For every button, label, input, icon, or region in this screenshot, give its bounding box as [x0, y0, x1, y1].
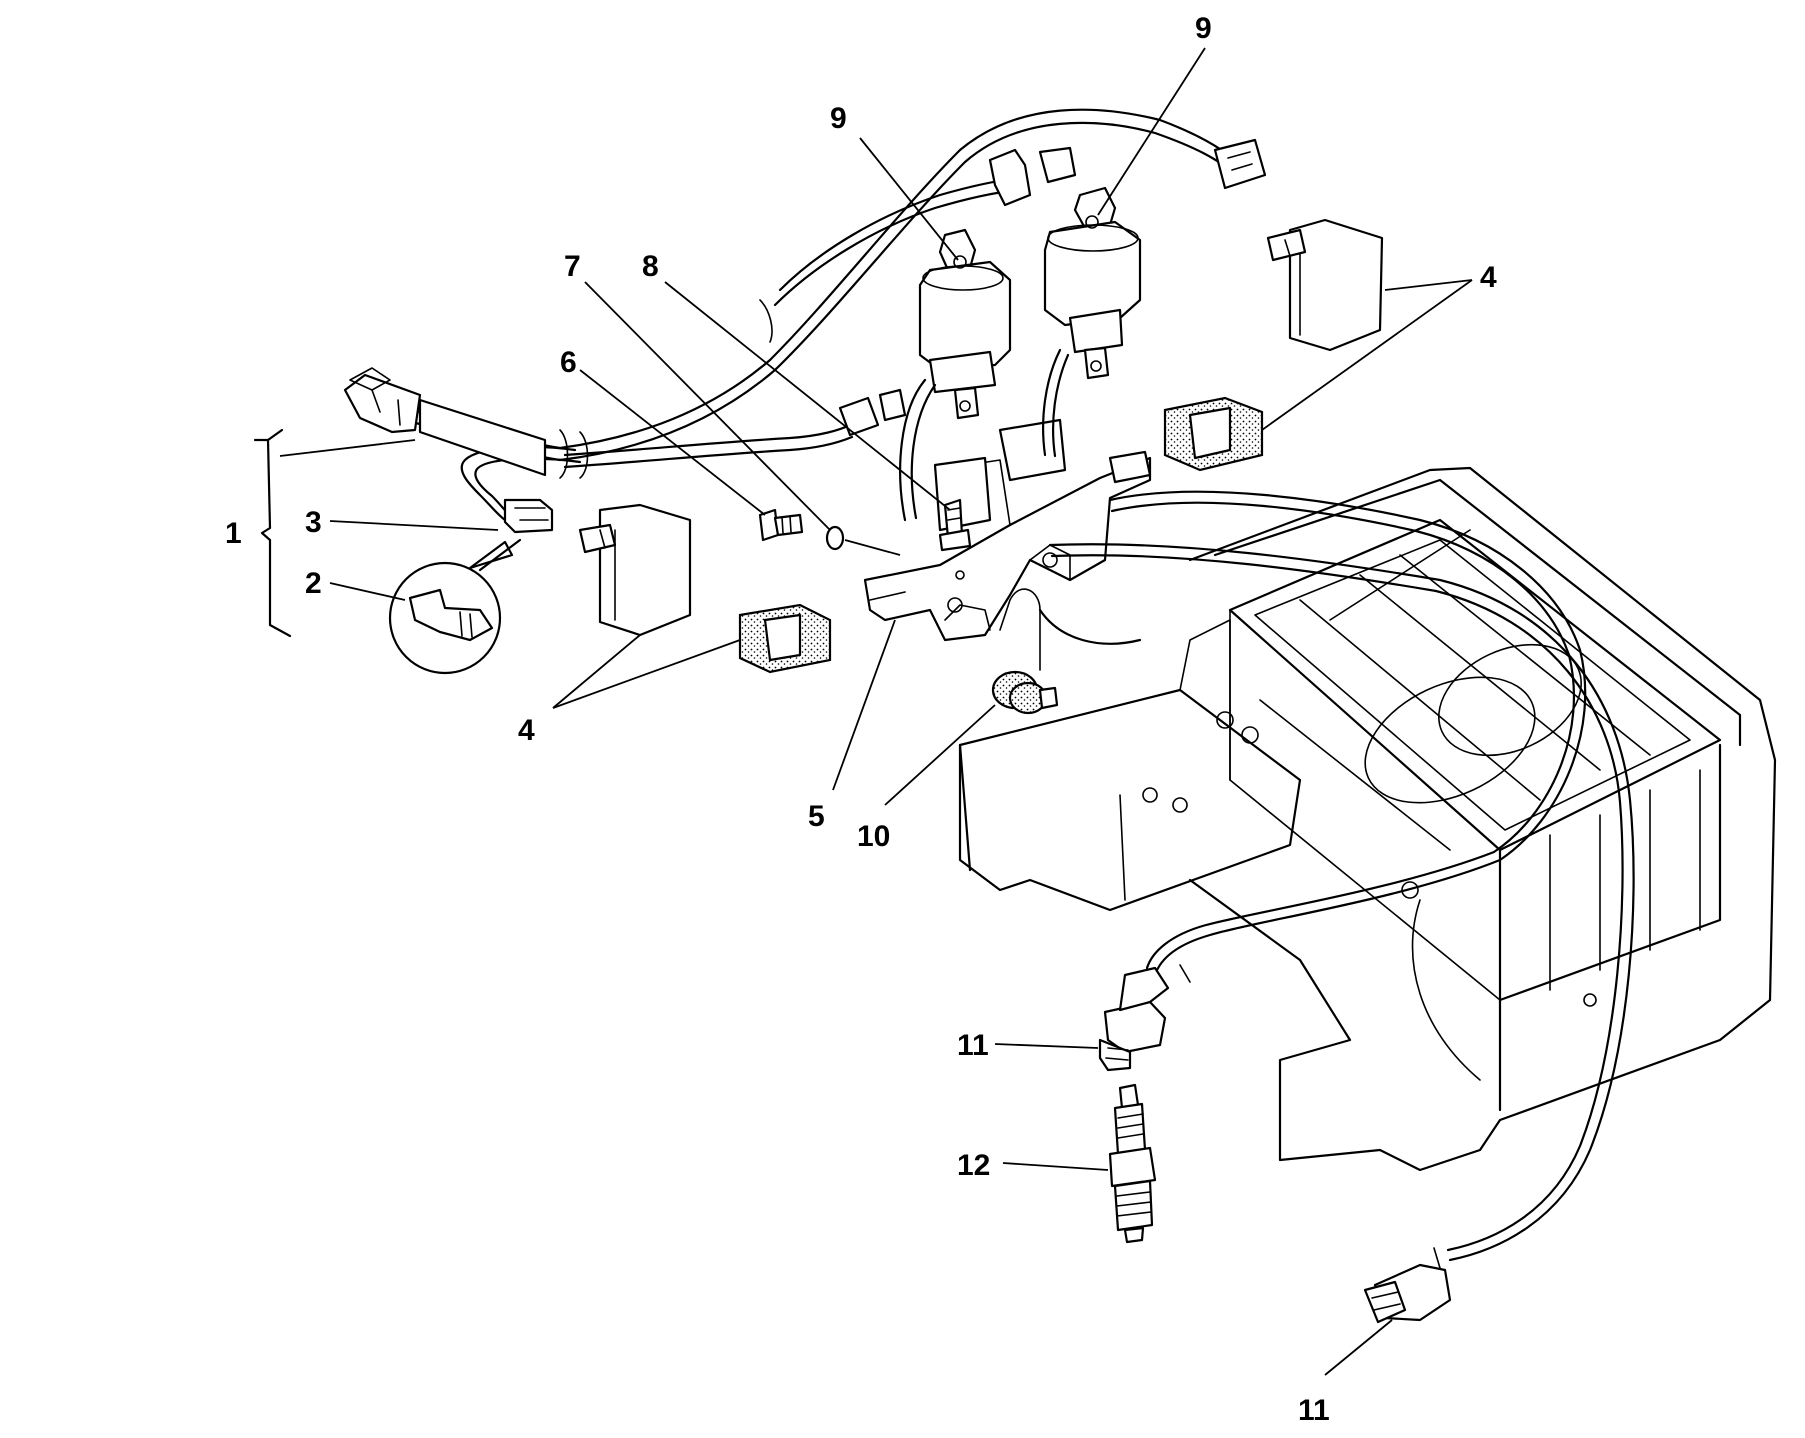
callout-6: 6: [560, 346, 577, 379]
harness-branch-connector-b: [838, 388, 907, 437]
callout-9-right: 9: [1195, 12, 1212, 45]
terminal-2-detail: [388, 538, 522, 675]
callout-11-upper: 11: [957, 1029, 989, 1062]
leader-4a-cap: [552, 634, 641, 709]
callout-9-left: 9: [830, 102, 847, 135]
leader-6: [579, 369, 766, 516]
leader-8: [664, 281, 951, 511]
plug-cap-lower: [1363, 1263, 1452, 1324]
leader-11b: [1324, 1319, 1393, 1376]
callout-3: 3: [305, 506, 322, 539]
leader-4b-foam: [1261, 279, 1473, 431]
airbox-housing: [1188, 466, 1777, 1172]
cover-cap-left: [578, 503, 692, 637]
callout-1: 1: [225, 517, 242, 550]
wiring-harness: [253, 108, 1267, 638]
harness-bracket: [253, 438, 292, 638]
callout-labels: 1 2 3 4 4 5 6 7 8 9 9 10 11 11 12: [225, 12, 1497, 1427]
spark-plug-12: [1108, 1083, 1157, 1244]
high-tension-leads: [1048, 490, 1635, 1269]
callout-11-lower: 11: [1298, 1394, 1330, 1427]
foam-block-left: [738, 603, 832, 674]
harness-top-connector: [1213, 138, 1267, 190]
grommet-10: [991, 670, 1059, 715]
screw-6: [758, 508, 804, 542]
leader-7: [584, 281, 831, 531]
leader-11a: [994, 1043, 1099, 1049]
leader-2: [329, 582, 406, 601]
callout-2: 2: [305, 567, 322, 600]
ignition-coil-right: [1042, 186, 1142, 458]
leader-10: [884, 704, 996, 806]
leader-5: [832, 619, 896, 791]
leader-9b: [1097, 47, 1206, 216]
ignition-coil-left: [899, 228, 1012, 522]
connector-3: [503, 498, 554, 534]
leader-4b-cap: [1384, 279, 1473, 291]
leader-9a: [859, 137, 959, 261]
callout-10: 10: [857, 820, 890, 853]
harness-main-connector: [343, 367, 422, 434]
leader-lines: [329, 47, 1473, 1376]
callout-7: 7: [564, 250, 581, 283]
plug-cap-upper: [1098, 966, 1170, 1072]
callout-5: 5: [808, 800, 825, 833]
foam-block-right: [1163, 396, 1264, 472]
washer-7: [825, 525, 845, 551]
leader-4a-foam: [552, 639, 741, 709]
lower-mounting-bracket: [958, 588, 1302, 912]
callout-4-right: 4: [1480, 261, 1497, 294]
callout-4-left: 4: [518, 714, 535, 747]
callout-12: 12: [957, 1149, 990, 1182]
cover-cap-right: [1266, 218, 1384, 352]
leader-3: [329, 520, 499, 531]
callout-8: 8: [642, 250, 659, 283]
leader-12: [1002, 1162, 1109, 1171]
harness-branch-connector-a: [988, 146, 1077, 207]
